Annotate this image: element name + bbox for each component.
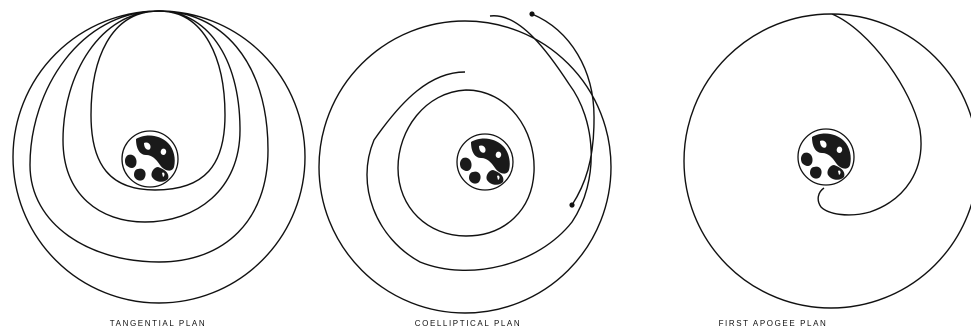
- earth-globe: [122, 131, 178, 187]
- first-apogee-plan-diagram: [684, 14, 971, 308]
- coelliptical-plan-diagram: [319, 11, 611, 313]
- maneuver-point-marker: [529, 11, 534, 16]
- earth-globe: [798, 129, 854, 185]
- tangential-plan-diagram: [13, 11, 305, 303]
- coelliptical-plan-caption: COELLIPTICAL PLAN: [348, 319, 588, 328]
- first-apogee-plan-caption: FIRST APOGEE PLAN: [653, 319, 893, 328]
- earth-globe: [457, 134, 513, 190]
- transfer-trajectory: [818, 14, 921, 215]
- tangential-plan-caption: TANGENTIAL PLAN: [38, 319, 278, 328]
- maneuver-point-marker: [569, 202, 574, 207]
